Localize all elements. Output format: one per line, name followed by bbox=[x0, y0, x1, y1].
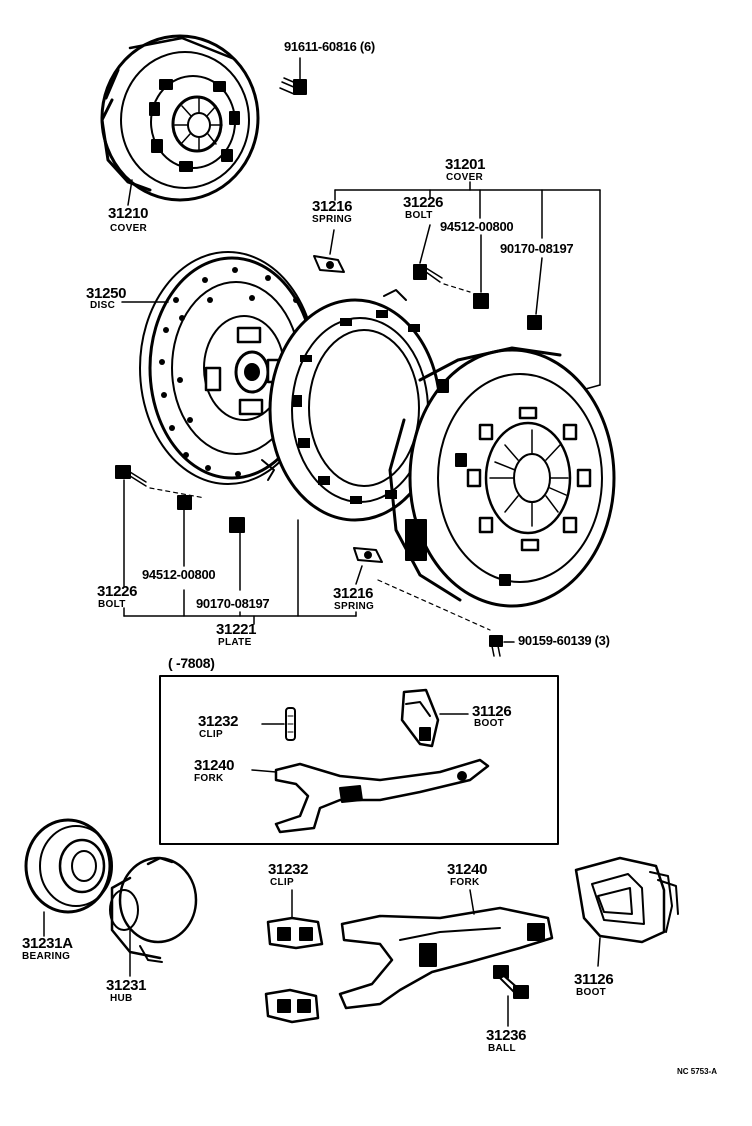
part-number-31232-box: 31232 bbox=[198, 713, 239, 730]
spring-31216-top-illustration bbox=[313, 229, 345, 273]
part-number-90159: 90159-60139 (3) bbox=[518, 633, 610, 648]
part-number-31201: 31201 bbox=[445, 156, 486, 173]
part-number-31210: 31210 bbox=[108, 205, 149, 222]
part-name-31226-top: BOLT bbox=[405, 210, 433, 221]
bolt-90159-illustration bbox=[489, 635, 515, 657]
part-number-31240-box: 31240 bbox=[194, 757, 235, 774]
part-number-31126-box: 31126 bbox=[472, 703, 512, 720]
ball-31236-illustration bbox=[493, 965, 529, 1027]
bearing-31231A-illustration bbox=[24, 818, 113, 937]
part-name-31236: BALL bbox=[488, 1043, 516, 1054]
inset-box bbox=[159, 675, 559, 845]
part-number-31216-bottom: 31216 bbox=[333, 585, 374, 602]
part-number-31236: 31236 bbox=[486, 1027, 527, 1044]
inset-caption: ( -7808) bbox=[168, 655, 215, 671]
part-number-31232-bottom: 31232 bbox=[268, 861, 309, 878]
part-number-31216-top: 31216 bbox=[312, 198, 353, 215]
part-number-31250: 31250 bbox=[86, 285, 127, 302]
part-name-31126-box: BOOT bbox=[474, 718, 505, 729]
part-name-31231: HUB bbox=[110, 993, 133, 1004]
part-number-90170-top: 90170-08197 bbox=[500, 241, 574, 256]
part-name-31216-top: SPRING bbox=[312, 214, 353, 225]
part-name-31210: COVER bbox=[110, 223, 148, 234]
part-name-31201: COVER bbox=[446, 172, 484, 183]
part-name-31231A: BEARING bbox=[22, 951, 71, 962]
part-number-91611: 91611-60816 (6) bbox=[284, 39, 375, 54]
part-name-31226-bottom: BOLT bbox=[98, 599, 126, 610]
clip-31232-box-illustration bbox=[261, 707, 296, 741]
fork-31240-box-illustration bbox=[251, 758, 490, 834]
spring-31216-bottom-illustration bbox=[353, 547, 491, 631]
nut-90170-bottom bbox=[229, 517, 245, 533]
clip-31232-bottom-illustration bbox=[264, 889, 324, 1024]
part-number-31126-bottom: 31126 bbox=[574, 971, 614, 988]
nut-90170-top bbox=[527, 315, 542, 330]
part-number-31231: 31231 bbox=[106, 977, 147, 994]
bolt-31226-top-illustration bbox=[413, 224, 471, 293]
plate-31221-bracket bbox=[123, 519, 357, 625]
clutch-cover-assembly-illustration bbox=[388, 346, 616, 608]
nut-94512-top bbox=[473, 293, 489, 309]
part-number-94512-bottom: 94512-00800 bbox=[142, 567, 216, 582]
part-number-31226-top: 31226 bbox=[403, 194, 444, 211]
cover-31210-illustration bbox=[100, 34, 260, 202]
part-name-31221: PLATE bbox=[218, 637, 252, 648]
part-number-31231A: 31231A bbox=[22, 935, 73, 952]
part-number-31221: 31221 bbox=[216, 621, 257, 638]
diagram-code: NC 5753-A bbox=[677, 1067, 718, 1076]
boot-31126-box-illustration bbox=[400, 688, 469, 748]
part-name-31240-bottom: FORK bbox=[450, 877, 480, 888]
part-name-31240-box: FORK bbox=[194, 773, 224, 784]
part-number-94512-top: 94512-00800 bbox=[440, 219, 514, 234]
fork-31240-bottom-illustration bbox=[338, 889, 554, 1010]
part-name-31216-bottom: SPRING bbox=[334, 601, 375, 612]
part-name-31126-bottom: BOOT bbox=[576, 987, 607, 998]
cover-31201-bracket bbox=[334, 181, 601, 391]
part-name-31232-box: CLIP bbox=[199, 729, 223, 740]
nut-94512-bottom bbox=[177, 495, 192, 510]
part-number-90170-bottom: 90170-08197 bbox=[196, 596, 270, 611]
part-name-31232-bottom: CLIP bbox=[270, 877, 294, 888]
part-name-31250: DISC bbox=[90, 300, 116, 311]
part-number-31240-bottom: 31240 bbox=[447, 861, 488, 878]
part-number-31226-bottom: 31226 bbox=[97, 583, 138, 600]
hub-31231-illustration bbox=[109, 856, 198, 977]
bolt-31226-bottom-illustration bbox=[115, 465, 206, 587]
bolt-91611-illustration bbox=[279, 57, 307, 95]
boot-31126-bottom-illustration bbox=[574, 856, 679, 967]
